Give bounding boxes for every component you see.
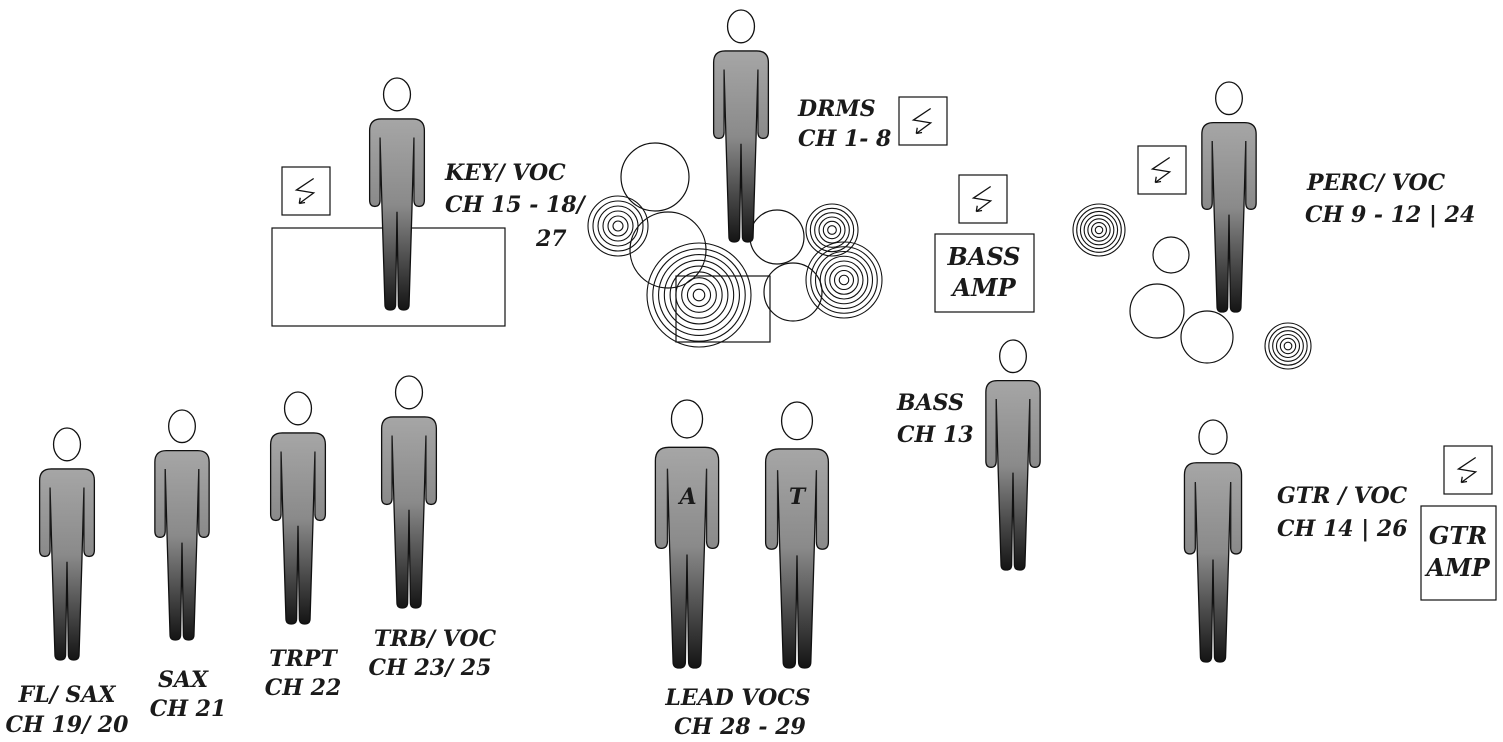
sax-label-2: CH 21 (150, 696, 227, 722)
trb-voc-label-1: TRB/ VOC (374, 626, 497, 652)
lead-vocs-label-1: LEAD VOCS (664, 685, 810, 711)
bass-player-figure (985, 339, 1041, 571)
trb-voc-label-2: CH 23/ 25 (369, 655, 492, 681)
percussion-kit (1129, 236, 1234, 364)
bass-amp: BASS AMP (934, 233, 1035, 313)
gtr-voc-label-2: CH 14 | 26 (1277, 516, 1408, 542)
cymbal-rings (805, 241, 883, 319)
drms-label-2: CH 1- 8 (798, 126, 891, 152)
power-monitor-icon (958, 174, 1008, 224)
bass-label-2: CH 13 (897, 422, 974, 448)
trpt-label-2: CH 22 (265, 675, 342, 701)
key-voc-label-3: 27 (535, 226, 567, 252)
lead-vocs-label-2: CH 28 - 29 (674, 714, 806, 740)
drms-label-1: DRMS (797, 96, 876, 122)
sax-player-figure (154, 409, 210, 641)
trumpet-player-figure (269, 391, 327, 625)
keys-musician-figure (368, 77, 426, 311)
lead-vocalist-a-figure (654, 399, 720, 669)
power-monitor-icon (898, 96, 948, 146)
percussionist-figure (1201, 81, 1257, 313)
cymbal-rings (646, 242, 752, 348)
gtr-voc-label-1: GTR / VOC (1277, 483, 1408, 509)
perc-voc-label-2: CH 9 - 12 | 24 (1305, 202, 1475, 228)
lead-voc-letter-a: A (677, 484, 696, 510)
lead-voc-letter-t: T (789, 484, 807, 510)
bass-amp-label-1: BASS (946, 242, 1020, 271)
gtr-amp-label-1: GTR (1429, 521, 1487, 550)
guitar-amp: GTR AMP (1420, 505, 1497, 601)
power-monitor-icon (281, 166, 331, 216)
bass-label-1: BASS (896, 390, 964, 416)
conga-rings (1072, 203, 1126, 257)
gtr-amp-label-2: AMP (1424, 553, 1490, 582)
power-monitor-icon (1443, 445, 1493, 495)
drum-kit (620, 142, 823, 343)
flute-sax-player-figure (38, 427, 96, 661)
trombone-player-figure (380, 375, 438, 609)
bass-amp-label-2: AMP (950, 273, 1016, 302)
perc-voc-label-1: PERC/ VOC (1306, 170, 1446, 196)
drummer-figure (712, 9, 770, 243)
lead-vocalist-t-figure (764, 401, 830, 669)
cymbal-rings (587, 195, 649, 257)
fl-sax-label-2: CH 19/ 20 (6, 712, 130, 738)
key-voc-label-2: CH 15 - 18/ (445, 192, 587, 218)
key-voc-label-1: KEY/ VOC (444, 160, 566, 186)
sax-label-1: SAX (158, 667, 209, 693)
power-monitor-icon (1137, 145, 1187, 195)
cymbal-rings (805, 203, 859, 257)
guitarist-figure (1183, 419, 1243, 663)
trpt-label-1: TRPT (269, 646, 338, 672)
conga-rings (1264, 322, 1312, 370)
fl-sax-label-1: FL/ SAX (18, 682, 117, 708)
